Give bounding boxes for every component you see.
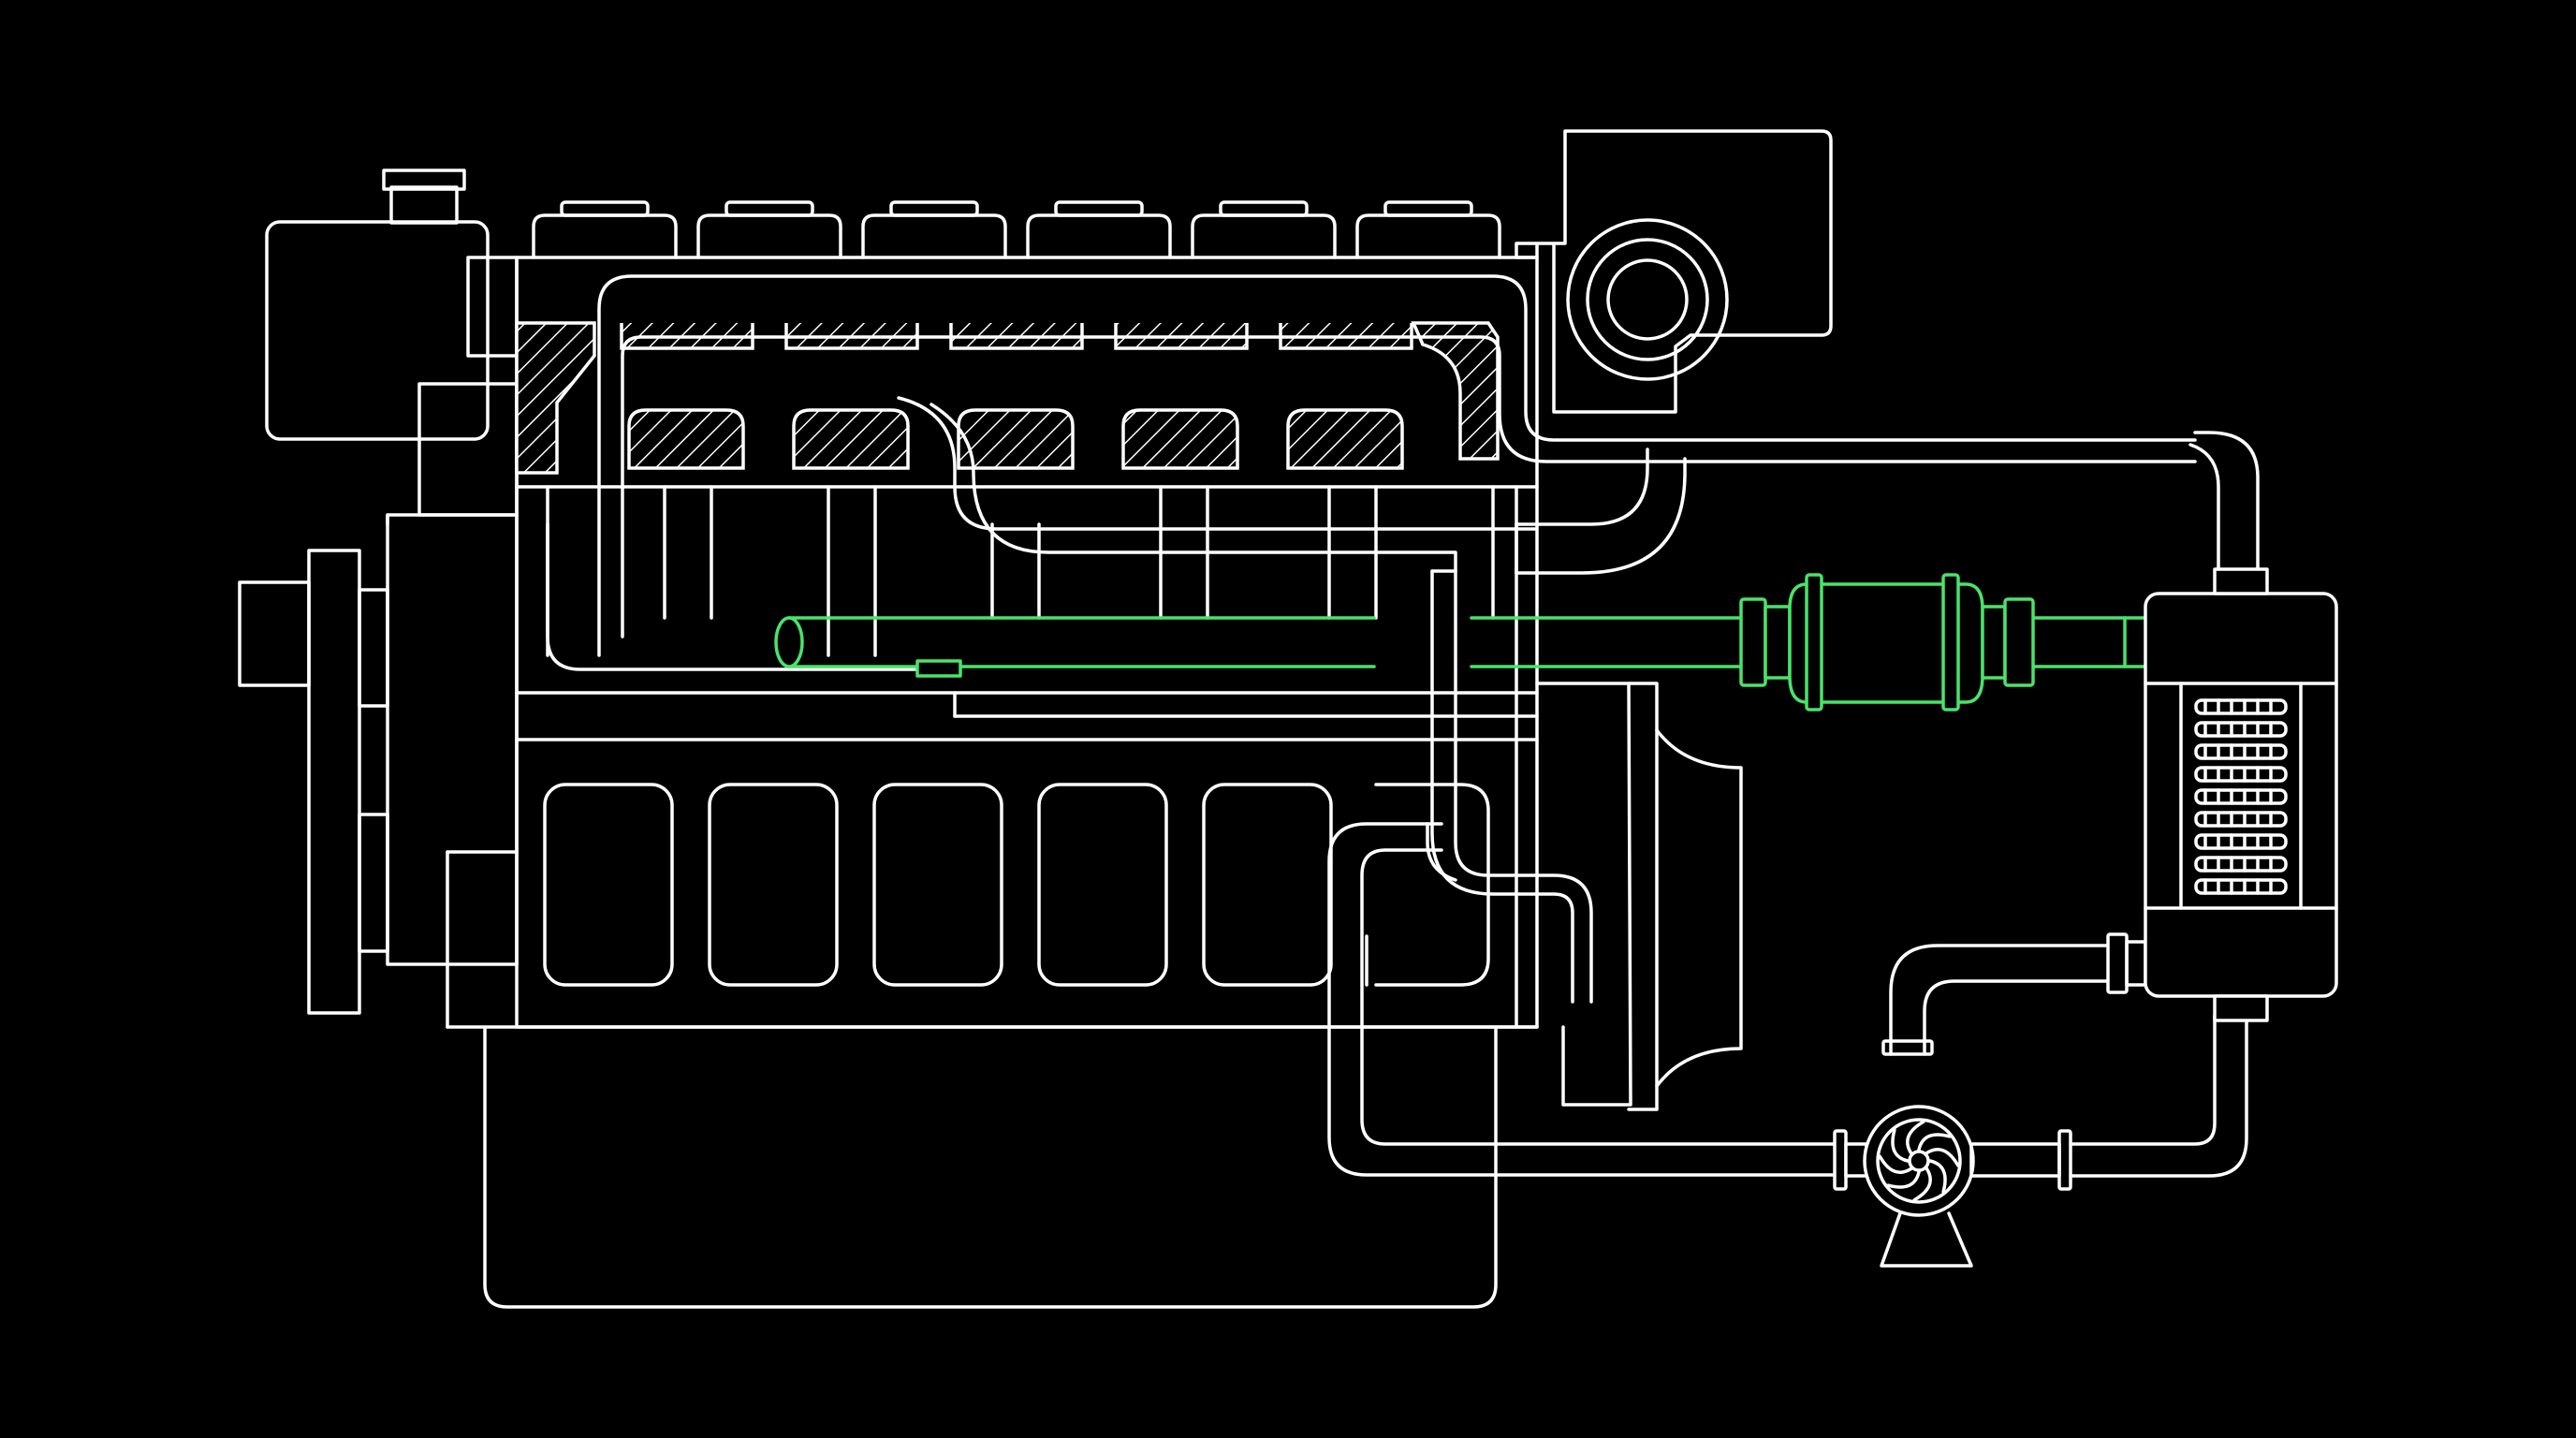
cooler-fin bbox=[2194, 721, 2288, 738]
circulation-pump bbox=[1833, 944, 2248, 1268]
valve-cover bbox=[1191, 213, 1337, 259]
oil-filter-canister bbox=[1739, 573, 2035, 712]
impeller-blade bbox=[1891, 1128, 1910, 1163]
turbocharger bbox=[1515, 129, 1833, 414]
head-runner bbox=[1121, 408, 1239, 470]
impeller-blade bbox=[1906, 1120, 1925, 1155]
head-runner bbox=[957, 408, 1075, 470]
cooler-fin bbox=[2194, 766, 2288, 783]
valve-cover-cap bbox=[1219, 200, 1309, 217]
oil-sump bbox=[483, 1026, 1498, 1309]
impeller-blade bbox=[1886, 1170, 1921, 1189]
valve-cover bbox=[696, 213, 842, 259]
coolant-crossover-pipe bbox=[897, 396, 1593, 1004]
heat-exchanger bbox=[2106, 431, 2338, 1022]
engine-block bbox=[446, 256, 1539, 1029]
valve-cover bbox=[532, 213, 678, 259]
head-runner bbox=[792, 408, 910, 470]
valve-cover bbox=[1026, 213, 1172, 259]
crankcase-door bbox=[708, 783, 839, 987]
impeller-blade bbox=[1928, 1159, 1947, 1194]
head-runner bbox=[627, 408, 745, 470]
valve-cover bbox=[861, 213, 1007, 259]
cooler-fin bbox=[2194, 878, 2288, 895]
coolant-return-loop bbox=[1327, 822, 1837, 1177]
flywheel-pulley bbox=[238, 549, 389, 1015]
impeller-blade bbox=[1925, 1148, 1960, 1167]
crankcase-door bbox=[872, 783, 1003, 987]
crankcase-doors bbox=[543, 783, 1490, 987]
cooler-fin bbox=[2194, 743, 2288, 760]
cooler-fin bbox=[2194, 788, 2288, 805]
valve-cover-cap bbox=[1383, 200, 1473, 217]
valve-cover-cap bbox=[560, 200, 650, 217]
valve-covers bbox=[532, 200, 1501, 259]
valve-cover-cap bbox=[1054, 200, 1144, 217]
head-runner bbox=[1286, 408, 1404, 470]
impeller-blade bbox=[1917, 1133, 1952, 1152]
crankcase-door bbox=[1202, 783, 1333, 987]
crankcase-door bbox=[1037, 783, 1168, 987]
crankcase-door bbox=[543, 783, 674, 987]
cylinder-head bbox=[515, 321, 1500, 475]
cooler-fin bbox=[2194, 856, 2288, 873]
turbo-downpipe bbox=[1515, 448, 1687, 575]
cooler-fin bbox=[2194, 833, 2288, 850]
expansion-tank bbox=[265, 169, 519, 441]
timing-housing bbox=[386, 382, 519, 966]
oil-gallery-line bbox=[774, 616, 2147, 678]
impeller-blade bbox=[1912, 1167, 1932, 1202]
cooler-fin bbox=[2194, 811, 2288, 828]
crankcase-door-partial bbox=[1365, 783, 1490, 987]
cooler-fin bbox=[2194, 698, 2288, 715]
thermostat-housing bbox=[1535, 682, 1743, 1111]
valve-cover-cap bbox=[724, 200, 814, 217]
valve-cover-cap bbox=[889, 200, 979, 217]
valve-cover bbox=[1355, 213, 1501, 259]
impeller-blade bbox=[1878, 1154, 1913, 1174]
exhaust-manifold bbox=[546, 274, 2197, 671]
